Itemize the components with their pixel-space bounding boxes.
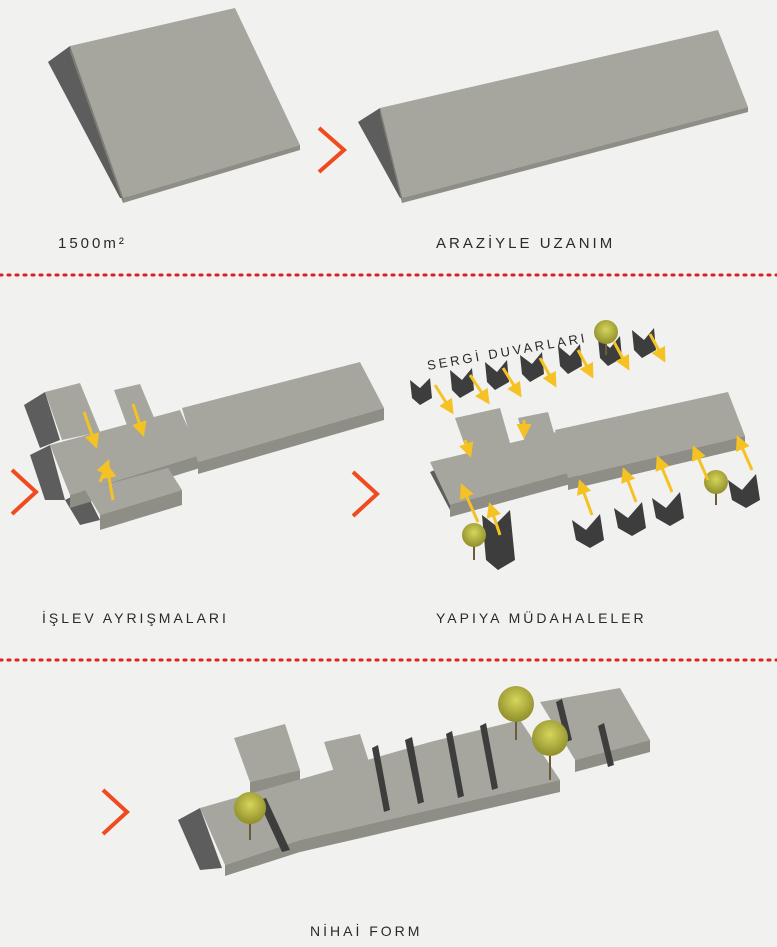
- arrows-bottom: [460, 435, 754, 536]
- tree-icon: [594, 320, 618, 355]
- exhibit-walls-final: [258, 699, 614, 852]
- arrow-icon: [131, 403, 147, 437]
- chevron-right-icon: [10, 468, 39, 516]
- chevron-right-icon: [101, 788, 130, 836]
- tree-icon: [498, 686, 534, 740]
- row-3: NİHAİ FORM: [101, 686, 650, 939]
- label-interventions: YAPIYA MÜDAHALELER: [436, 609, 647, 626]
- row-1: 1500m² ARAZİYLE UZANIM: [48, 8, 748, 252]
- row-2-left: [10, 362, 384, 530]
- label-extension: ARAZİYLE UZANIM: [436, 234, 615, 252]
- tree-icon: [462, 523, 486, 560]
- arrow-icon: [101, 463, 117, 501]
- arrow-icon: [82, 411, 100, 449]
- tree-icon: [532, 720, 568, 780]
- tree-icon: [234, 792, 266, 840]
- exhibit-walls-bottom: [482, 474, 760, 570]
- exhibit-walls-top: [410, 328, 656, 405]
- label-separation: İŞLEV AYRIŞMALARI: [42, 609, 229, 626]
- tree-icon: [704, 470, 728, 505]
- chevron-right-icon: [351, 470, 380, 518]
- block-extended: [358, 30, 748, 203]
- block-square-1500: [48, 8, 300, 203]
- arrows-top: [433, 333, 666, 458]
- label-area: 1500m²: [58, 235, 127, 252]
- chevron-right-icon: [317, 126, 348, 174]
- label-final: NİHAİ FORM: [310, 922, 422, 939]
